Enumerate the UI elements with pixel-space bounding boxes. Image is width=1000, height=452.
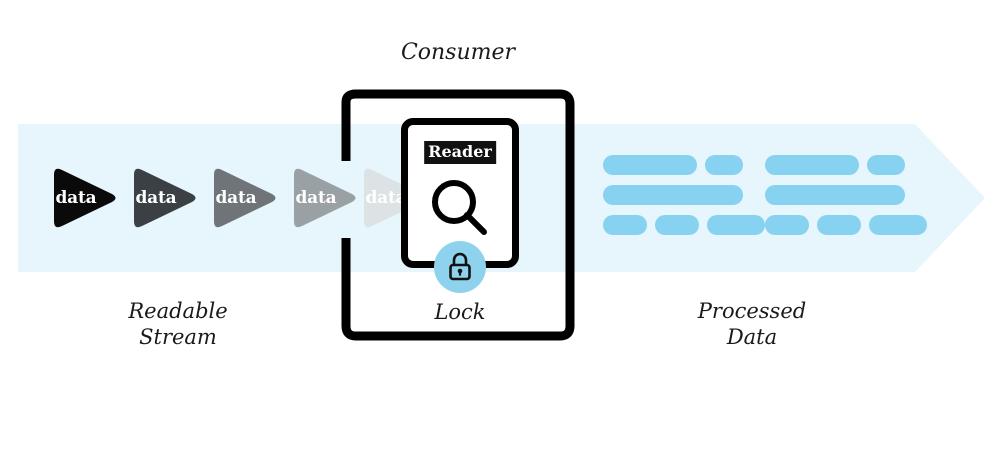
- data-chip: data: [128, 163, 198, 233]
- lock-badge[interactable]: [434, 241, 486, 293]
- data-chip: data: [48, 163, 118, 233]
- processed-data-bar: [603, 155, 697, 175]
- processed-data-bar-row: [765, 215, 935, 235]
- processed-data-caption-line2: Data: [726, 325, 778, 349]
- readable-stream-caption: Readable Stream: [78, 298, 278, 350]
- processed-data-bar: [705, 155, 743, 175]
- padlock-icon: [449, 252, 471, 281]
- processed-data-bar: [765, 215, 809, 235]
- processed-data-bar: [707, 215, 765, 235]
- reader-tag-label: Reader: [424, 141, 496, 164]
- processed-data-group-2: [765, 155, 935, 245]
- processed-data-bar-row: [603, 215, 773, 235]
- processed-data-bar: [765, 185, 905, 205]
- reader-card[interactable]: Reader: [401, 118, 519, 268]
- processed-data-bar: [655, 215, 699, 235]
- processed-data-bar-row: [603, 155, 773, 175]
- processed-data-bar: [867, 155, 905, 175]
- processed-data-bar-row: [603, 185, 773, 205]
- readable-stream-caption-line2: Stream: [139, 325, 217, 349]
- processed-data-bar: [765, 155, 859, 175]
- processed-data-bar-row: [765, 185, 935, 205]
- processed-data-group-1: [603, 155, 773, 245]
- readable-stream-caption-line1: Readable: [128, 299, 228, 323]
- processed-data-caption-line1: Processed: [697, 299, 807, 323]
- processed-data-caption: Processed Data: [652, 298, 852, 350]
- lock-label: Lock: [434, 300, 486, 324]
- processed-data-bar: [817, 215, 861, 235]
- processed-data-bar-row: [765, 155, 935, 175]
- consumer-boundary-box: [338, 86, 578, 344]
- processed-data-bar: [603, 215, 647, 235]
- processed-data-bar: [603, 185, 743, 205]
- magnifier-icon: [429, 177, 491, 239]
- data-chip: data: [208, 163, 278, 233]
- processed-data-bar: [869, 215, 927, 235]
- consumer-title: Consumer: [400, 40, 516, 65]
